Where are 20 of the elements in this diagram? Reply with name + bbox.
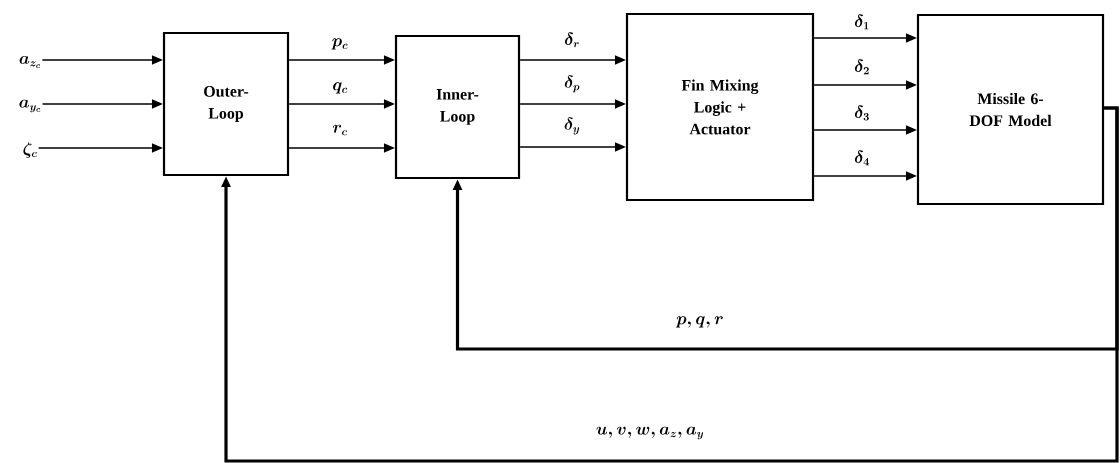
edge-label: $\boldsymbol{\delta_2}$	[854, 59, 869, 75]
edge-label: $\boldsymbol{u, v, w, a_z, a_y}$	[596, 426, 704, 440]
block-box: Inner-Loop	[394, 34, 521, 180]
edge-label: $\boldsymbol{\delta_1}$	[854, 14, 869, 30]
block-box: Fin Mixing Logic + Actuator	[625, 12, 815, 202]
edge-label: $\boldsymbol{p_c}$	[331, 38, 348, 50]
block-box: Missile 6-DOF Model	[916, 13, 1105, 206]
block-box: Outer-Loop	[162, 31, 290, 177]
edge-label: $\boldsymbol{q_c}$	[333, 82, 348, 94]
edge-label: $\boldsymbol{\delta_p}$	[564, 75, 580, 93]
edge-label: $\boldsymbol{\delta_y}$	[564, 117, 580, 135]
input-label: $\boldsymbol{a_{y_c}}$	[19, 99, 41, 113]
input-label: $\boldsymbol{a_{z_c}}$	[19, 55, 41, 68]
edge-label: $\boldsymbol{\delta_r}$	[565, 32, 579, 48]
edge-label: $\boldsymbol{\delta_3}$	[854, 105, 869, 121]
edge-label: $\boldsymbol{\delta_4}$	[854, 150, 869, 166]
edge-label: $\boldsymbol{r_c}$	[332, 124, 348, 136]
input-label: $\boldsymbol{\zeta_c}$	[23, 142, 37, 158]
edge-label: $\boldsymbol{p, q, r}$	[675, 316, 723, 328]
arrow	[221, 106, 1119, 463]
